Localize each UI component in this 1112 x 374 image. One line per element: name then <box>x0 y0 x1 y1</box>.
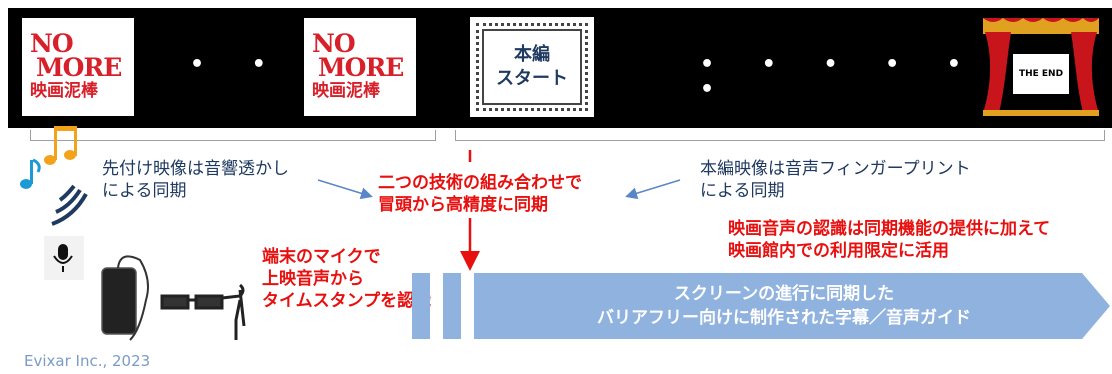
prefix-bracket <box>30 130 436 141</box>
right-caption-line2: による同期 <box>700 181 785 201</box>
microphone-icon <box>44 236 84 280</box>
poster-line3: 映画泥棒 <box>312 81 380 101</box>
ticket-line1: 本編 <box>514 44 550 65</box>
left-caption-line2: による同期 <box>102 181 187 201</box>
mic-caption-line3: タイムスタンプを認識 <box>262 291 432 311</box>
recognition-caption-line1: 映画音声の認識は同期機能の提供に加えて <box>728 219 1051 239</box>
left-pointer-arrow <box>317 179 373 200</box>
the-end-curtain-icon: THE END <box>983 18 1099 116</box>
smartphone-icon <box>101 255 149 341</box>
poster-line1: NO <box>312 29 356 58</box>
subtitle-arrow-line2: バリアフリー向けに制作された字幕／音声ガイド <box>597 307 971 328</box>
no-more-poster-right: NO MORE 映画泥棒 <box>304 18 416 116</box>
mic-caption-line1: 端末のマイクで <box>262 247 381 267</box>
sync-bar-1 <box>412 273 430 339</box>
left-caption-line1: 先付け映像は音響透かし <box>102 159 289 179</box>
center-caption-line1: 二つの技術の組み合わせで <box>378 173 582 193</box>
poster-line2: MORE <box>318 53 404 82</box>
ticket-line2: スタート <box>496 68 568 89</box>
music-note-icon <box>44 126 77 165</box>
right-pointer-arrow <box>625 179 681 200</box>
poster-line3: 映画泥棒 <box>30 81 98 101</box>
footer-credit: Evixar Inc., 2023 <box>24 352 151 370</box>
sound-wave-icon <box>51 184 88 226</box>
curtain-graphic <box>983 18 1099 116</box>
poster-line1: NO <box>30 29 74 58</box>
smart-glasses-icon <box>160 283 246 340</box>
ticket-inner: 本編 スタート <box>482 29 582 105</box>
ticket-border-dotted <box>476 23 588 111</box>
no-more-poster-left: NO MORE 映画泥棒 <box>22 18 134 116</box>
recognition-caption-line2: 映画館内での利用限定に活用 <box>728 241 949 261</box>
the-end-label: THE END <box>1018 69 1064 79</box>
subtitle-arrow-line1: スクリーンの進行に同期した <box>673 283 895 304</box>
subtitle-arrow-shape <box>474 273 1110 339</box>
feature-bracket <box>455 130 1105 141</box>
mic-caption-line2: 上映音声から <box>262 269 364 289</box>
sync-bar-2 <box>443 273 461 339</box>
feature-start-ticket: 本編 スタート <box>470 17 594 117</box>
poster-line2: MORE <box>36 53 122 82</box>
music-note-blue-icon <box>20 158 41 189</box>
right-caption-line1: 本編映像は音声フィンガープリント <box>700 159 971 179</box>
center-caption-line2: 冒頭から高精度に同期 <box>378 195 548 215</box>
